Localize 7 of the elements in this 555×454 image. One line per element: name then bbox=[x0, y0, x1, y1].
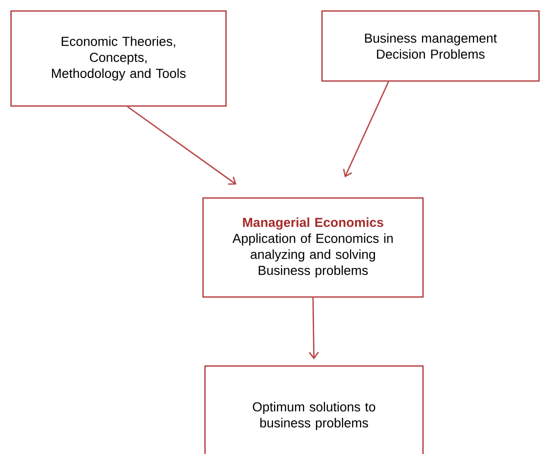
arrow bbox=[127, 106, 236, 185]
concept-box: Economic Theories, Concepts, Methodology and Tools bbox=[10, 10, 227, 107]
concept-box: Optimum solutions to business problems bbox=[204, 365, 424, 454]
concept-box: Managerial Economics Application of Economics in analyzing and solving Business problems bbox=[202, 197, 424, 298]
arrow bbox=[343, 81, 390, 178]
arrow bbox=[308, 298, 319, 360]
concept-box: Business management Decision Problems bbox=[321, 10, 540, 82]
